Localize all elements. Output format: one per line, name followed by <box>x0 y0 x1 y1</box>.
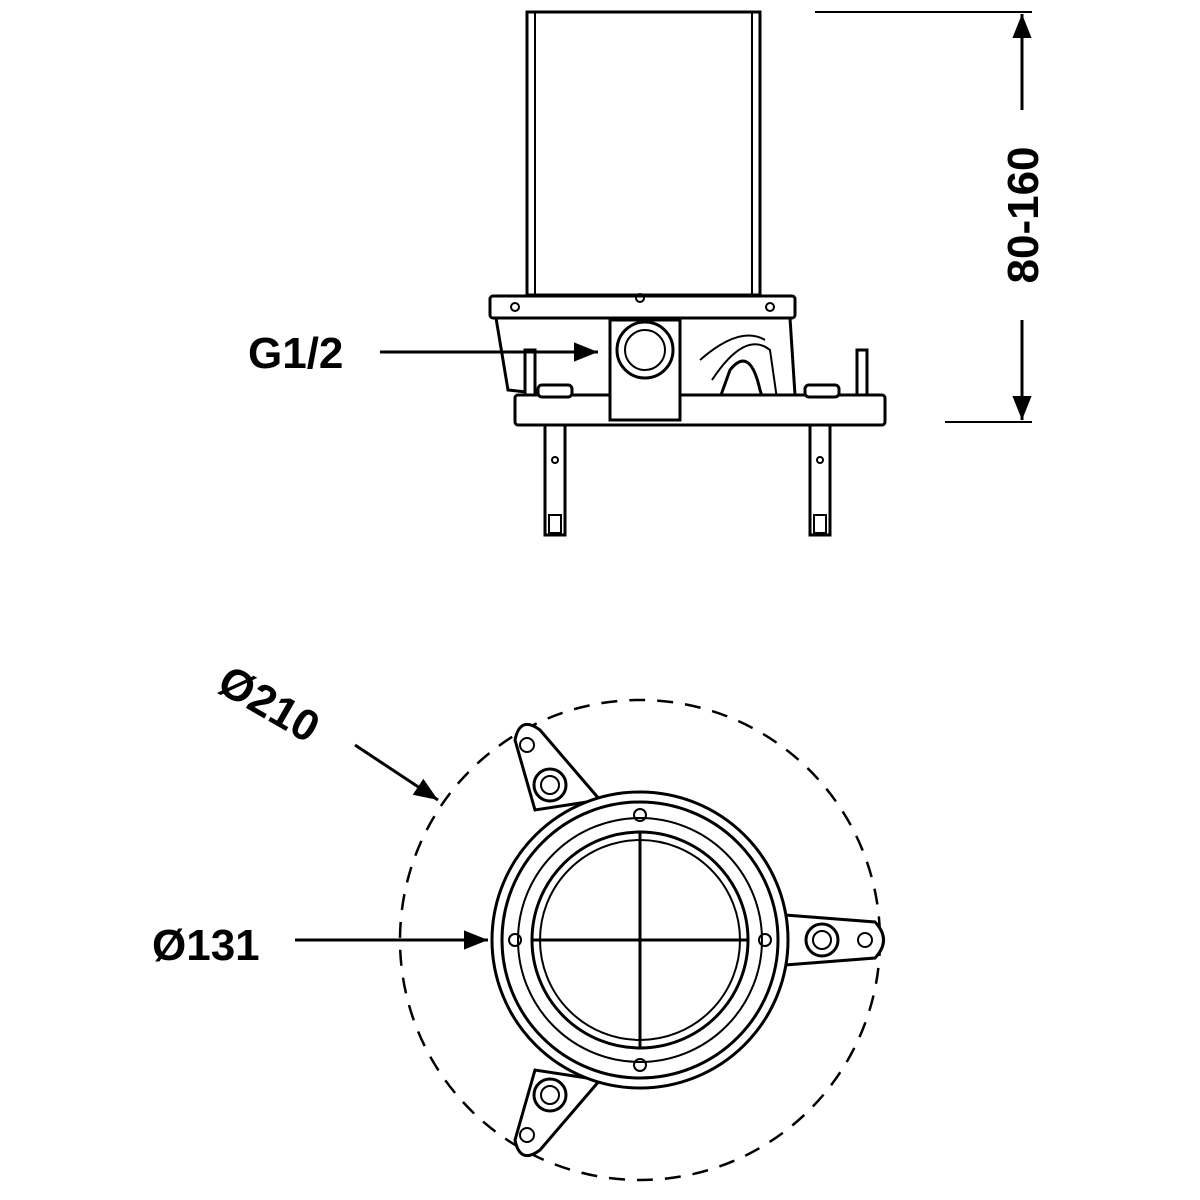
height-range-label: 80-160 <box>999 146 1048 283</box>
stud-left <box>523 348 537 397</box>
base-plate <box>513 393 887 427</box>
outer-diameter-label: Ø210 <box>210 656 328 752</box>
thread-label: G1/2 <box>248 329 343 378</box>
outer-diameter-callout: Ø210 <box>210 656 439 802</box>
thread-callout: G1/2 <box>248 329 598 378</box>
leg-left <box>543 423 567 537</box>
side-view <box>488 10 887 537</box>
top-view <box>398 698 885 1182</box>
flange <box>488 294 797 320</box>
extension-sleeve <box>525 10 762 297</box>
leg-right <box>808 423 832 537</box>
height-dimension: 80-160 <box>815 11 1048 423</box>
stud-right <box>855 348 869 397</box>
inner-diameter-label: Ø131 <box>152 921 260 970</box>
inner-diameter-callout: Ø131 <box>152 921 488 970</box>
